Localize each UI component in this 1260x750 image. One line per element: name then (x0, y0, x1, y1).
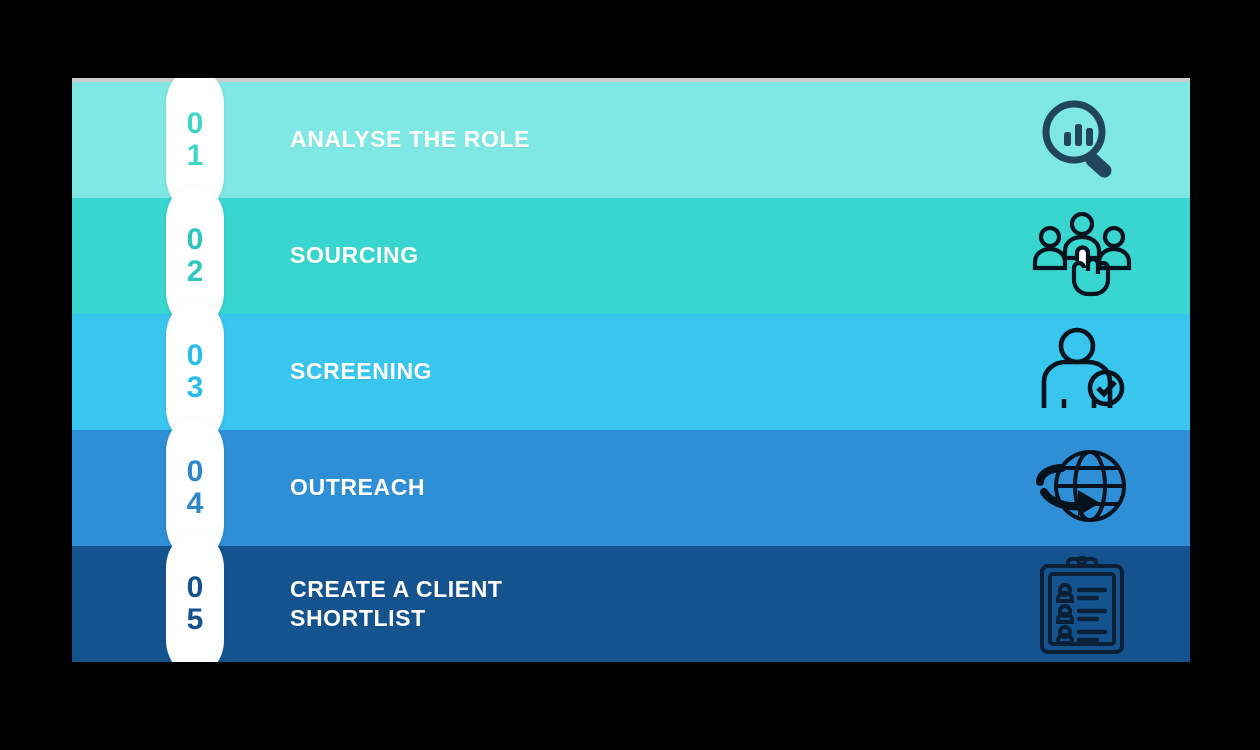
row-background (72, 198, 1190, 314)
step-title-line-1: ANALYSE THE ROLE (290, 126, 531, 153)
step-title: CREATE A CLIENT SHORTLIST (290, 546, 930, 662)
step-row[interactable]: 0 2 SOURCING (72, 186, 1190, 326)
globe-arrow-icon (1026, 430, 1138, 546)
step-title-line-1: SCREENING (290, 358, 433, 385)
step-number-badge: 0 5 (166, 534, 224, 662)
row-background (72, 314, 1190, 430)
clipboard-candidates-icon (1026, 546, 1138, 662)
step-title-line-1: OUTREACH (290, 474, 426, 501)
step-title: SCREENING (290, 314, 930, 430)
step-number-digit-bottom: 4 (186, 487, 204, 520)
step-number-digit-top: 0 (186, 106, 204, 140)
step-number-digit-bottom: 3 (186, 371, 204, 404)
step-number-digit-top: 0 (186, 454, 204, 488)
step-row[interactable]: 0 5 CREATE A CLIENT SHORTLIST (72, 534, 1190, 662)
row-background (72, 430, 1190, 546)
step-number-digit-top: 0 (186, 338, 204, 372)
step-title: OUTREACH (290, 430, 930, 546)
step-title-line-2: SHORTLIST (290, 605, 426, 631)
step-row[interactable]: 0 1 ANALYSE THE ROLE (72, 78, 1190, 210)
process-infographic: 0 1 ANALYSE THE ROLE 0 2 SOURCING (72, 78, 1190, 662)
row-background (72, 546, 1190, 662)
step-title: ANALYSE THE ROLE (290, 82, 930, 198)
step-title: SOURCING (290, 198, 930, 314)
top-divider-strip (72, 78, 1190, 82)
person-check-icon (1026, 314, 1138, 430)
step-number-digit-bottom: 2 (186, 255, 204, 288)
step-row[interactable]: 0 3 SCREENING (72, 302, 1190, 442)
step-row[interactable]: 0 4 OUTREACH (72, 418, 1190, 558)
row-background (72, 82, 1190, 198)
step-number-digit-top: 0 (186, 570, 204, 604)
step-title-line-1: SOURCING (290, 242, 419, 269)
step-number-badge: 0 4 (166, 418, 224, 558)
people-select-icon (1026, 198, 1138, 314)
magnifier-chart-icon (1026, 82, 1138, 198)
step-number-digit-bottom: 1 (186, 139, 204, 172)
step-number-digit-bottom: 5 (186, 603, 204, 636)
step-title-line-1: CREATE A CLIENT (290, 575, 503, 602)
step-number-digit-top: 0 (186, 222, 204, 256)
